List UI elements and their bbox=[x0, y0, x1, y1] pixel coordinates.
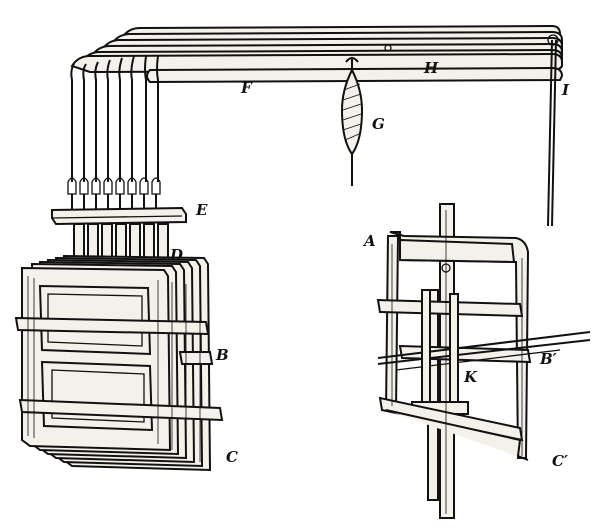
heddle-cords bbox=[70, 55, 159, 182]
label-b: B bbox=[215, 346, 229, 364]
cord-hooks bbox=[67, 177, 161, 210]
label-k: K bbox=[463, 368, 478, 386]
label-i: I bbox=[561, 81, 570, 99]
bar-e bbox=[51, 206, 187, 226]
strips-d bbox=[73, 223, 169, 269]
figure-labels: F H I G E D A B B′ K C C′ bbox=[169, 59, 570, 470]
label-b-prime: B′ bbox=[539, 350, 557, 368]
label-c: C bbox=[226, 448, 238, 466]
heddle-frames bbox=[14, 254, 224, 472]
label-g: G bbox=[372, 115, 385, 133]
label-c-prime: C′ bbox=[552, 452, 568, 470]
label-a: A bbox=[362, 232, 376, 250]
label-d: D bbox=[169, 246, 183, 264]
label-h: H bbox=[423, 59, 439, 77]
weight-g bbox=[340, 57, 364, 186]
label-f: F bbox=[240, 79, 253, 97]
right-frame-assembly bbox=[376, 203, 591, 519]
cord-i bbox=[547, 39, 557, 227]
label-e: E bbox=[195, 201, 208, 219]
